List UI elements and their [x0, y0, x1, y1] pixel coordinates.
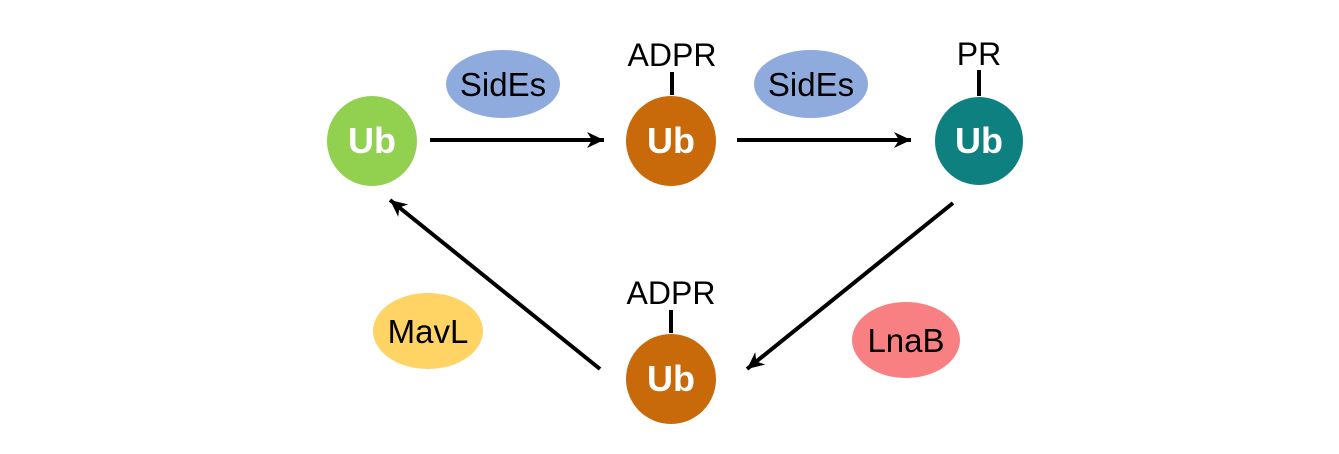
enzyme-mavl: MavL	[373, 293, 483, 369]
node-ub-pr: Ub	[935, 97, 1023, 185]
node-ub-adpr-bottom-label: Ub	[647, 358, 695, 399]
node-ub-adpr-top: Ub	[626, 96, 716, 186]
enzyme-mavl-label: MavL	[387, 312, 469, 350]
enzyme-sides-right-label: SidEs	[767, 65, 855, 103]
enzyme-sides-left-label: SidEs	[459, 65, 547, 103]
modification-label-adpr-top: ADPR	[627, 37, 717, 73]
node-ub-free: Ub	[327, 96, 417, 186]
node-ub-pr-label: Ub	[955, 120, 1003, 161]
enzyme-lnab-label: LnaB	[867, 321, 945, 359]
modification-label-adpr-bottom: ADPR	[626, 275, 716, 311]
enzyme-lnab: LnaB	[852, 302, 960, 378]
enzyme-sides-right: SidEs	[754, 50, 868, 118]
modification-label-pr: PR	[956, 36, 1002, 72]
node-ub-adpr-top-label: Ub	[647, 120, 695, 161]
node-ub-adpr-bottom: Ub	[626, 334, 716, 424]
enzyme-sides-left: SidEs	[446, 50, 560, 118]
node-ub-free-label: Ub	[348, 120, 396, 161]
